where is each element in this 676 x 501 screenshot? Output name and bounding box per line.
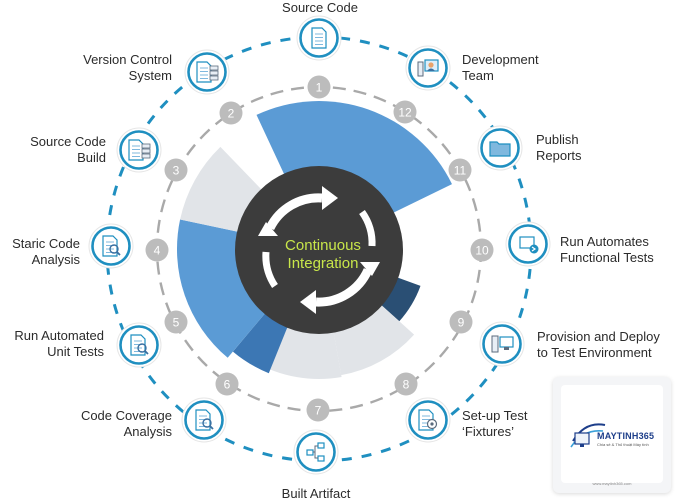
logo-tagline: Chia sẻ & Thủ thuật Máy tính bbox=[597, 442, 649, 447]
step-number-3: 3 bbox=[164, 158, 188, 182]
step-number-badge bbox=[448, 158, 472, 182]
step-number-text: 3 bbox=[173, 164, 180, 178]
fixtures-icon bbox=[405, 397, 451, 443]
artifact-icon bbox=[293, 429, 339, 475]
stage-label-5: Run Automated Unit Tests bbox=[14, 328, 104, 359]
logo-brand-text: MAYTINH365 bbox=[597, 431, 655, 441]
step-number-text: 4 bbox=[154, 244, 161, 258]
step-number-1: 1 bbox=[307, 75, 331, 99]
stage-label-2: Version Control System bbox=[83, 52, 172, 83]
deploy-icon bbox=[479, 321, 525, 367]
step-number-badge bbox=[393, 100, 417, 124]
logo-mark-icon bbox=[570, 423, 606, 448]
cycle-arrows-icon bbox=[262, 193, 376, 307]
step-number-badge bbox=[306, 398, 330, 422]
step-number-6: 6 bbox=[215, 372, 239, 396]
step-number-9: 9 bbox=[449, 310, 473, 334]
step-number-badge bbox=[307, 75, 331, 99]
stage-label-7: Built Artifact bbox=[281, 486, 351, 501]
step-number-text: 11 bbox=[454, 164, 467, 178]
stage-label-6: Code Coverage Analysis bbox=[80, 408, 172, 439]
stage-label-12: Development Team bbox=[462, 52, 539, 83]
step-number-badge bbox=[215, 372, 239, 396]
step-number-badge bbox=[219, 101, 243, 125]
step-number-text: 12 bbox=[398, 106, 412, 120]
step-number-text: 9 bbox=[458, 316, 465, 330]
stage-label-4: Staric Code Analysis bbox=[12, 236, 80, 267]
center-title-line2: Integration bbox=[288, 255, 359, 272]
magnifier-document-icon bbox=[88, 223, 134, 269]
server-icon bbox=[184, 49, 230, 95]
step-number-5: 5 bbox=[164, 310, 188, 334]
build-icon bbox=[116, 127, 162, 173]
step-number-text: 6 bbox=[224, 378, 231, 392]
test-document-icon bbox=[116, 322, 162, 368]
center-circle bbox=[235, 166, 403, 334]
step-number-text: 7 bbox=[315, 404, 322, 418]
stage-label-8: Set-up Test ‘Fixtures’ bbox=[462, 408, 528, 439]
step-number-text: 8 bbox=[403, 378, 410, 392]
center-hub: Continuous Integration bbox=[235, 166, 403, 334]
step-number-11: 11 bbox=[448, 158, 472, 182]
stage-label-10: Run Automates Functional Tests bbox=[560, 234, 654, 265]
step-number-text: 10 bbox=[475, 244, 489, 258]
center-title-line1: Continuous bbox=[285, 237, 361, 254]
coverage-icon bbox=[181, 397, 227, 443]
step-number-badge bbox=[470, 238, 494, 262]
stage-label-9: Provision and Deploy to Test Environment bbox=[537, 329, 660, 360]
step-number-2: 2 bbox=[219, 101, 243, 125]
step-number-text: 2 bbox=[228, 107, 235, 121]
folder-icon bbox=[477, 125, 523, 171]
step-number-4: 4 bbox=[145, 238, 169, 262]
logo-panel: MAYTINH365 Chia sẻ & Thủ thuật Máy tính bbox=[561, 385, 663, 483]
developer-icon bbox=[405, 45, 451, 91]
step-number-badge bbox=[145, 238, 169, 262]
step-number-badge bbox=[164, 310, 188, 334]
step-icons bbox=[88, 15, 551, 475]
step-number-text: 1 bbox=[316, 81, 323, 95]
step-number-7: 7 bbox=[306, 398, 330, 422]
document-icon bbox=[296, 15, 342, 61]
step-number-badge bbox=[164, 158, 188, 182]
logo-url: www.maytinh365.com bbox=[592, 481, 632, 486]
stage-label-3: Source Code Build bbox=[30, 134, 106, 165]
maytinh365-logo: MAYTINH365 Chia sẻ & Thủ thuật Máy tính … bbox=[553, 377, 671, 493]
step-number-badge bbox=[394, 372, 418, 396]
functional-test-icon bbox=[505, 221, 551, 267]
step-number-badge bbox=[449, 310, 473, 334]
step-number-10: 10 bbox=[470, 238, 494, 262]
step-number-12: 12 bbox=[393, 100, 417, 124]
step-number-text: 5 bbox=[173, 316, 180, 330]
stage-label-11: Publish Reports bbox=[536, 132, 582, 163]
stage-label-1: Source Code bbox=[282, 0, 358, 15]
step-number-8: 8 bbox=[394, 372, 418, 396]
cycle-arrowheads bbox=[258, 186, 380, 314]
